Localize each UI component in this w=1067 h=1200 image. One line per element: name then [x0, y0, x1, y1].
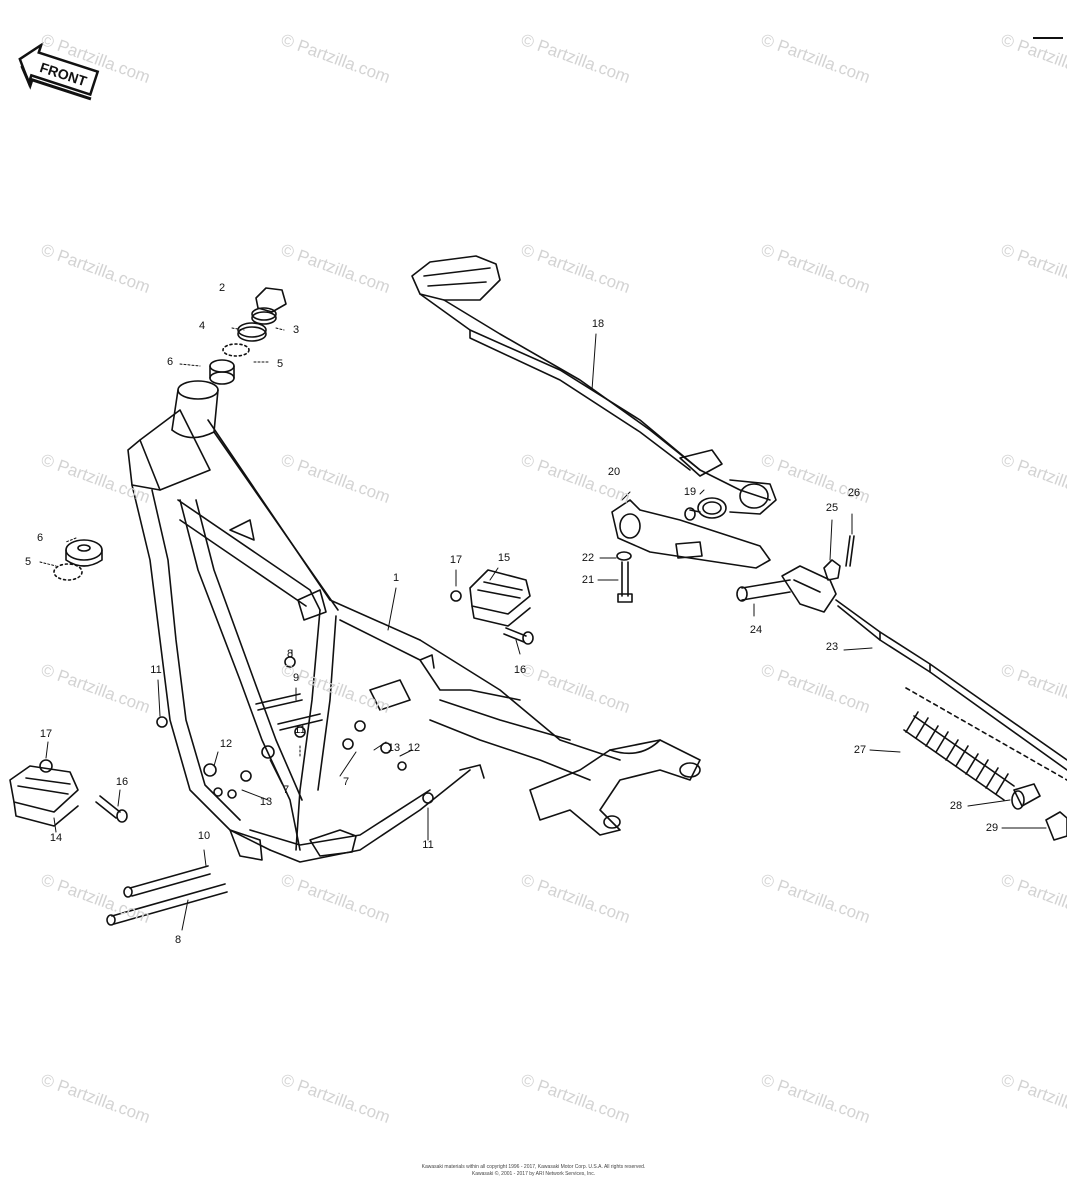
callout-5: 5 — [276, 358, 284, 370]
callout-5: 5 — [24, 556, 32, 568]
callout-10: 10 — [197, 830, 211, 842]
callout-21: 21 — [581, 574, 595, 586]
callout-3: 3 — [292, 324, 300, 336]
callout-26: 26 — [847, 487, 861, 499]
steering-stem-parts — [53, 287, 287, 581]
callout-11: 11 — [422, 839, 434, 851]
corner-dash — [1033, 37, 1063, 39]
footrest-right — [469, 569, 531, 627]
callout-9: 9 — [292, 672, 300, 684]
callout-12: 12 — [407, 742, 421, 754]
callout-11: 11 — [294, 724, 306, 736]
callout-15: 15 — [497, 552, 511, 564]
callout-27: 27 — [853, 744, 867, 756]
footrest-left — [9, 765, 79, 827]
callout-13: 13 — [259, 796, 273, 808]
long-bolts — [106, 865, 228, 926]
callout-14: 14 — [49, 832, 63, 844]
callout-6: 6 — [36, 532, 44, 544]
callout-4: 4 — [198, 320, 206, 332]
callout-7: 7 — [342, 776, 350, 788]
callout-12: 12 — [219, 738, 233, 750]
callout-18: 18 — [591, 318, 605, 330]
callout-19: 19 — [683, 486, 697, 498]
callout-20: 20 — [607, 466, 621, 478]
pedal-arm — [411, 255, 777, 603]
callout-11: 11 — [150, 664, 162, 676]
callout-6: 6 — [166, 356, 174, 368]
callout-23: 23 — [825, 641, 839, 653]
callout-1: 1 — [392, 572, 400, 584]
fasteners — [39, 590, 534, 823]
callout-13: 13 — [387, 742, 401, 754]
callout-28: 28 — [949, 800, 963, 812]
frame-part — [127, 380, 701, 863]
callout-8: 8 — [286, 648, 294, 660]
callout-22: 22 — [581, 552, 595, 564]
callout-16: 16 — [513, 664, 527, 676]
callout-8: 8 — [174, 934, 182, 946]
callout-17: 17 — [39, 728, 53, 740]
callout-7: 7 — [282, 784, 290, 796]
copyright-line-2: Kawasaki ©, 2001 - 2017 by ARI Network S… — [471, 1171, 596, 1177]
callout-2: 2 — [218, 282, 226, 294]
callout-17: 17 — [449, 554, 463, 566]
brake-rod — [736, 535, 1067, 841]
copyright-line-1: Kawasaki materials within all copyright … — [421, 1164, 646, 1170]
callout-16: 16 — [115, 776, 129, 788]
callout-25: 25 — [825, 502, 839, 514]
callout-24: 24 — [749, 624, 763, 636]
leader-lines — [39, 327, 1047, 931]
callout-29: 29 — [985, 822, 999, 834]
